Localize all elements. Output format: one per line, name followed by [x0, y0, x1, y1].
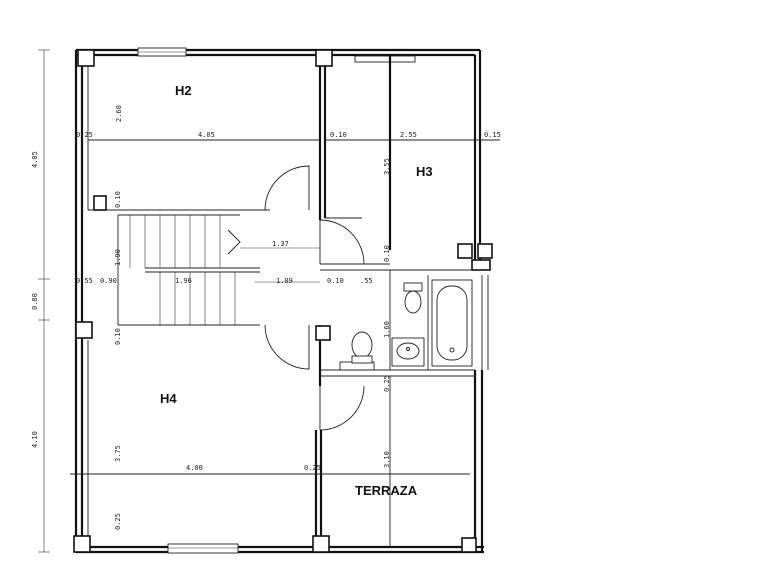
dim-h2-height: 2.60	[115, 105, 123, 122]
room-label-h2: H2	[175, 83, 192, 98]
dim-stair-small: 0.10	[114, 191, 122, 208]
dim-stair-run: 1.96	[175, 277, 192, 285]
dim-h3-height: 3.55	[383, 158, 391, 175]
h3-walls	[320, 55, 500, 271]
sink	[391, 337, 425, 367]
dim-h3-width: 2.55	[400, 131, 417, 139]
dim-landing: 1.37	[272, 240, 289, 248]
windows	[137, 47, 416, 554]
h4-walls	[70, 340, 470, 552]
dim-right-wall: 0.15	[484, 131, 501, 139]
exterior-walls	[74, 48, 489, 554]
dim-left-middle: 0.80	[31, 293, 39, 310]
dim-bottom-wall: 0.25	[114, 513, 122, 530]
dim-h4-width: 4.00	[186, 464, 203, 472]
bathtub	[431, 279, 473, 367]
h2-walls	[87, 55, 327, 220]
dim-bath-wall-a: 0.10	[327, 277, 344, 285]
dim-h2-width: 4.05	[198, 131, 215, 139]
structural-columns	[73, 49, 493, 553]
dim-bath-width: .55	[360, 277, 373, 285]
room-label-h4: H4	[160, 391, 177, 406]
dim-hall-width: 1.09	[276, 277, 293, 285]
dim-left-top: 4.05	[31, 151, 39, 168]
dim-bath-bottom: 0.25	[383, 375, 391, 392]
dim-mid-wall: 0.10	[330, 131, 347, 139]
dim-stair-left-b: 0.90	[100, 277, 117, 285]
toilet-left	[351, 331, 373, 364]
dim-stair-height: 1.90	[114, 249, 122, 266]
dim-stair-bottom: 0.10	[114, 328, 122, 345]
staircase	[117, 214, 320, 326]
dim-terraza-height: 3.10	[383, 451, 391, 468]
dim-stair-left-a: 0.55	[76, 277, 93, 285]
door-swings	[264, 165, 365, 431]
dim-h4-wall-right: 0.25	[304, 464, 321, 472]
dim-bath-height: 1.60	[383, 321, 391, 338]
room-label-terraza: TERRAZA	[355, 483, 418, 498]
dim-bath-wall-b: 0.10	[383, 245, 391, 262]
toilet-right	[403, 282, 423, 314]
room-label-h3: H3	[416, 164, 433, 179]
dim-h4-height: 3.75	[114, 445, 122, 462]
dim-h2-wall-left: 0.25	[76, 131, 93, 139]
left-dimension-line	[38, 49, 50, 553]
dim-left-bottom: 4.10	[31, 431, 39, 448]
